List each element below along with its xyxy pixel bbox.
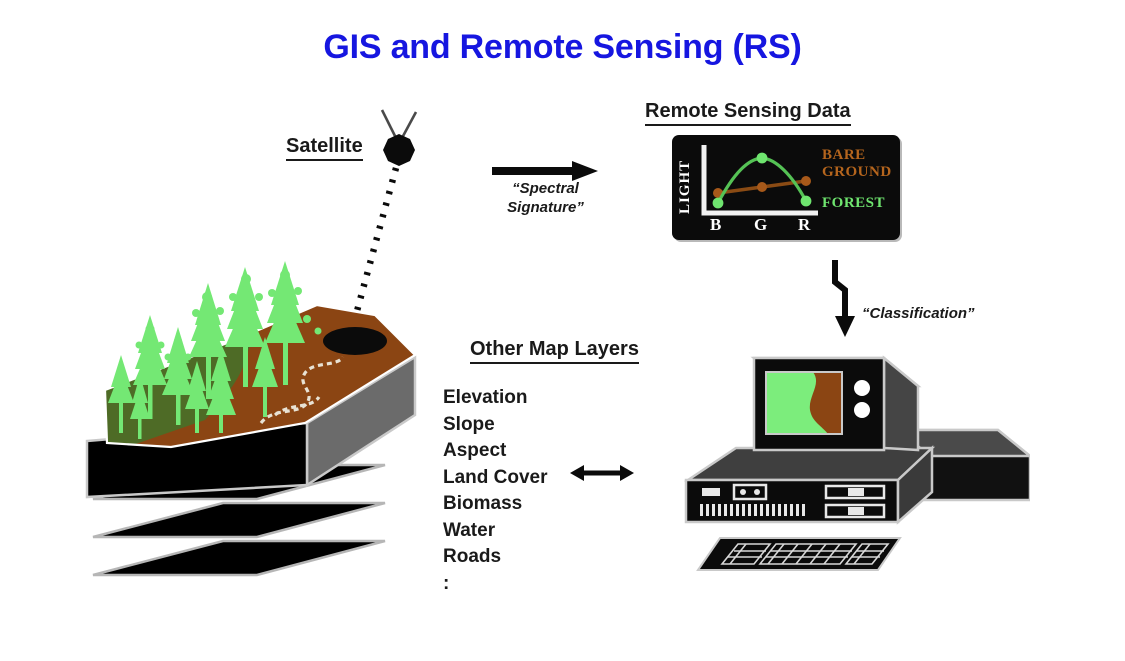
chart-xtick-r: R (798, 215, 811, 234)
page-title: GIS and Remote Sensing (RS) (323, 28, 802, 66)
dotted-trail-icon (259, 355, 345, 425)
list-item: Aspect (443, 440, 507, 461)
desktop-computer-icon (683, 355, 1030, 571)
list-item: Water (443, 519, 496, 541)
monitor-knob-top (854, 380, 870, 396)
legend-bare-line2: GROUND (822, 164, 892, 180)
spectral-caption-line2: Signature” (507, 198, 584, 216)
map-layers-heading: Other Map Layers (470, 338, 639, 364)
chart-y-axis-label: LIGHT (677, 159, 693, 215)
sensor-footprint-icon (323, 327, 387, 355)
tree-cluster (108, 261, 322, 439)
spectral-caption-line1: “Spectral (512, 180, 579, 197)
chart-xtick-g: G (754, 215, 768, 234)
chart-xtick-b: B (710, 215, 722, 234)
satellite-icon (340, 109, 418, 367)
zigzag-down-arrow-icon (832, 260, 855, 337)
vent-grille (700, 504, 805, 516)
monitor-knob-bottom (854, 402, 870, 418)
classification-caption: “Classification” (862, 305, 975, 322)
series-forest (716, 156, 808, 204)
list-item: Roads (443, 546, 502, 567)
list-item: Slope (443, 413, 495, 435)
list-item: Biomass (443, 493, 523, 514)
remote-sensing-heading: Remote Sensing Data (645, 100, 851, 126)
list-item: Land Cover (443, 466, 548, 488)
computer-case-top (683, 446, 936, 482)
double-headed-arrow-icon (570, 465, 634, 481)
map-layers-list: Elevation Slope Aspect Land Cover Biomas… (443, 385, 548, 597)
floppy-drive-icon (824, 484, 886, 519)
spectral-signature-caption: “Spectral Signature” (478, 180, 613, 218)
right-arrow-icon (492, 161, 598, 181)
list-item: Elevation (443, 387, 528, 408)
legend-bare-ground: BARE GROUND (822, 147, 892, 181)
legend-bare-line1: BARE (822, 147, 866, 163)
spectral-signature-chart (701, 145, 818, 216)
legend-forest: FOREST (822, 195, 886, 211)
terrain-block-icon (85, 261, 417, 577)
satellite-label: Satellite (286, 135, 363, 161)
remote-sensing-panel: LIGHT B G R BARE GROUND FOREST (672, 135, 900, 240)
keyboard-icon (696, 537, 902, 571)
monitor-screen (765, 371, 843, 435)
list-item: : (443, 572, 450, 594)
